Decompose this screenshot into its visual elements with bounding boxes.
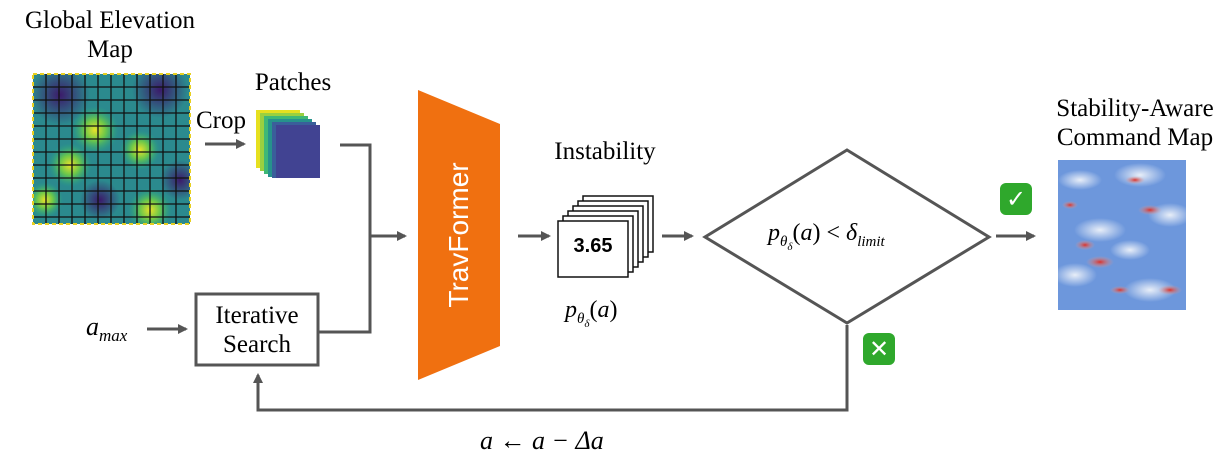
output-title-line1: Stability-Aware [1056, 95, 1214, 122]
instability-formula: pθδ(a) [565, 297, 618, 330]
crop-label: Crop [196, 107, 246, 134]
travformer-label: TravFormer [443, 162, 474, 308]
command-map-image [1058, 160, 1186, 310]
patches-to-merge-line [318, 143, 372, 334]
patches-title: Patches [254, 69, 332, 96]
patches-stack-image [256, 110, 320, 178]
iterative-search-line1: Iterative [215, 302, 299, 329]
instability-value: 3.65 [573, 235, 613, 257]
p-theta-symbol: p [565, 297, 577, 323]
instability-title: Instability [554, 138, 656, 165]
update-rule: a ← a − Δa [480, 426, 604, 455]
decision-diamond [702, 148, 992, 325]
delta-limit-sub: limit [857, 233, 885, 250]
travformer-block [418, 90, 500, 380]
amax-sub: max [99, 326, 128, 346]
condition-formula: pθδ(a) < δlimit [768, 220, 885, 253]
global-map-title-line2: Map [87, 36, 133, 63]
delta-symbol: δ [846, 220, 858, 246]
global-map-title-line1: Global Elevation [24, 7, 196, 34]
output-title-line2: Command Map [1056, 124, 1214, 151]
iterative-search-line2: Search [222, 331, 292, 358]
iterative-search-box [194, 292, 320, 367]
amax-label: amax [86, 312, 127, 346]
cross-icon: ✕ [863, 333, 895, 365]
check-icon: ✓ [1000, 183, 1032, 215]
amax-base: a [86, 312, 99, 341]
global-elevation-map-image [32, 73, 191, 225]
instability-cards [557, 195, 654, 278]
feedback-loop-line [253, 325, 849, 412]
